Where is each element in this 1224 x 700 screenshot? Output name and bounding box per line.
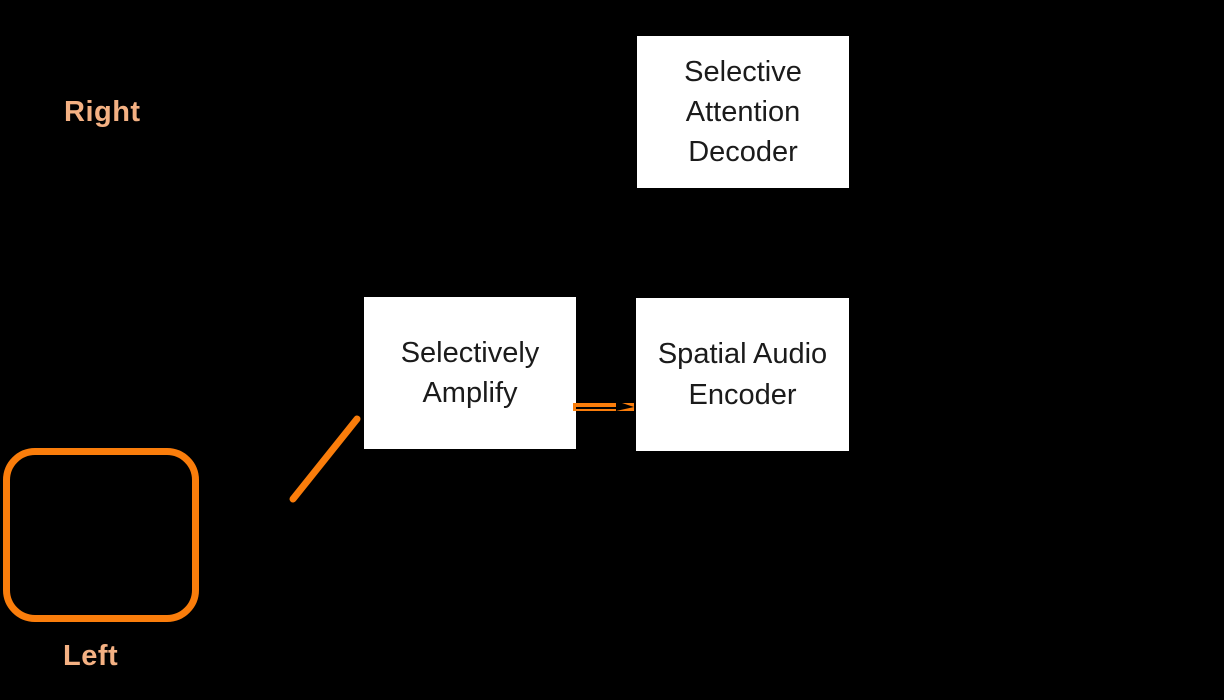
selectively-amplify-label: Selectively Amplify xyxy=(400,336,540,409)
left-audio-source-frame xyxy=(3,448,199,622)
amplify-to-encoder-arrowhead-icon xyxy=(616,401,634,411)
left-channel-label: Left xyxy=(63,640,119,672)
spatial-audio-encoder-box: Spatial Audio Encoder xyxy=(636,298,849,451)
selectively-amplify-box: Selectively Amplify xyxy=(364,297,576,449)
right-channel-label: Right xyxy=(64,96,141,128)
spatial-audio-encoder-label: Spatial Audio Encoder xyxy=(657,338,828,411)
selective-attention-decoder-label: Selective Attention Decoder xyxy=(684,55,802,168)
left-to-amplify-marker-line xyxy=(289,415,361,503)
selective-attention-decoder-box: Selective Attention Decoder xyxy=(637,36,849,188)
